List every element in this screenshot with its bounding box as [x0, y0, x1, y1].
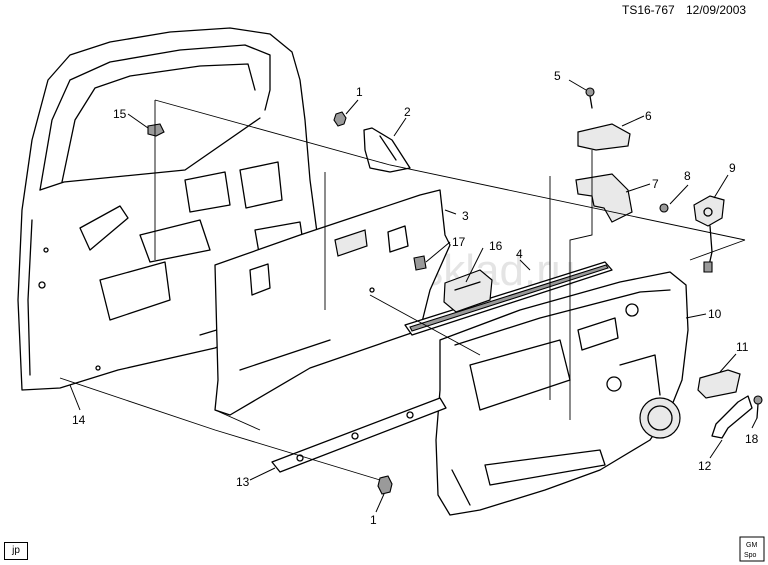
artist-initials: jp [12, 545, 20, 556]
lower-trim-strip-part-13 [271, 397, 447, 473]
callout-11: 11 [736, 340, 749, 354]
door-trim-panel-part-10 [435, 271, 689, 516]
gm-logo-line1: GM [746, 542, 757, 549]
gm-logo-box: GM Spo [739, 536, 765, 562]
window-sealing-strip-part-4 [404, 261, 613, 336]
callout-15: 15 [113, 107, 127, 121]
callout-14: 14 [72, 413, 86, 427]
bracket-part-7 [575, 173, 633, 223]
artist-initials-box: jp [4, 542, 28, 560]
fastener-part-1-lower [377, 475, 393, 495]
inside-handle-part-12 [711, 395, 753, 439]
fastener-part-1-upper [333, 111, 347, 127]
handle-bezel-part-11 [697, 369, 741, 399]
screw-part-18 [753, 395, 763, 419]
callout-13: 13 [236, 475, 250, 489]
callout-17: 17 [452, 235, 466, 249]
callout-1-upper: 1 [356, 85, 363, 99]
bracket-part-6 [577, 123, 631, 151]
callout-labels: 1 2 3 4 5 6 7 8 9 10 11 12 13 14 15 16 1… [72, 69, 759, 527]
handle-mechanism-part-9 [693, 195, 725, 273]
callout-7: 7 [652, 177, 659, 191]
callout-6: 6 [645, 109, 652, 123]
screw-part-5 [585, 87, 595, 109]
screw-part-8 [659, 203, 669, 213]
callout-9: 9 [729, 161, 736, 175]
clip-part-15 [147, 123, 165, 137]
clip-part-17 [413, 255, 427, 271]
alignment-lines [59, 99, 746, 481]
callout-2: 2 [404, 105, 411, 119]
callout-10: 10 [708, 307, 722, 321]
callout-18: 18 [745, 432, 759, 446]
mirror-cover-part-2 [363, 127, 411, 173]
diagram-id: TS16-767 [622, 3, 675, 17]
gm-logo-line2: Spo [744, 552, 757, 559]
callout-3: 3 [462, 209, 469, 223]
callout-1-lower: 1 [370, 513, 377, 527]
callout-4: 4 [516, 247, 523, 261]
callout-16: 16 [489, 239, 503, 253]
callout-8: 8 [684, 169, 691, 183]
callout-5: 5 [554, 69, 561, 83]
diagram-date: 12/09/2003 [686, 3, 746, 17]
switch-assembly-part-16 [443, 269, 493, 313]
leader-lines [69, 79, 758, 513]
callout-12: 12 [698, 459, 712, 473]
